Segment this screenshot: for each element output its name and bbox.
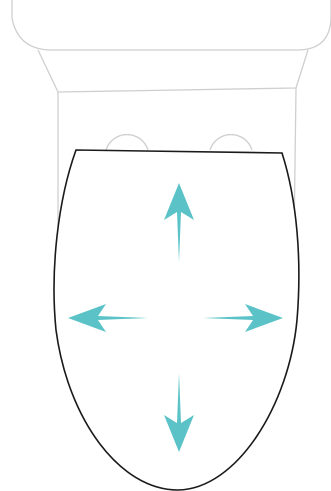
seat-hinges xyxy=(105,133,253,151)
arrow-down-icon xyxy=(164,373,194,452)
arrow-up-icon xyxy=(164,183,194,262)
arrow-left-icon xyxy=(68,304,148,332)
hinge-right xyxy=(209,133,253,151)
hinge-left xyxy=(105,133,149,151)
tank-lid xyxy=(11,0,331,51)
arrow-right-icon xyxy=(203,304,283,332)
seat-lid xyxy=(53,149,300,491)
direction-arrows xyxy=(68,183,283,452)
tank-body xyxy=(37,49,309,93)
